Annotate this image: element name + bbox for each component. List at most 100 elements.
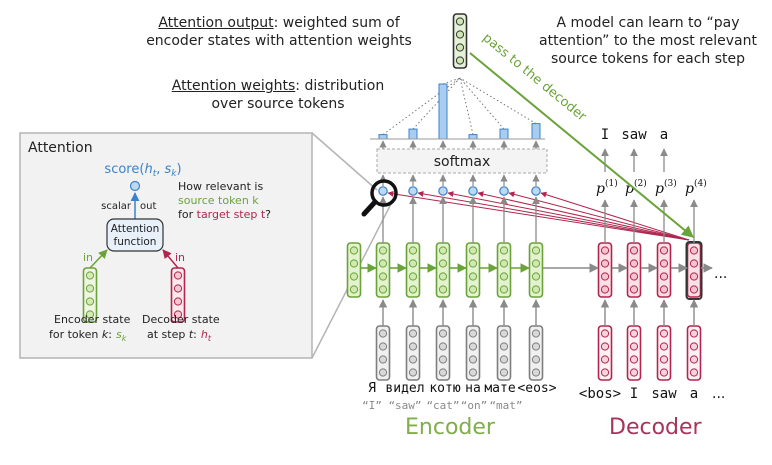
- encoder-embedding-unit: [438, 342, 448, 351]
- score-circle: [129, 180, 141, 192]
- encoder-state-unit: [378, 272, 388, 281]
- weight-to-output-dotted-line: [459, 77, 505, 130]
- encoder-state: [435, 242, 451, 298]
- encoder-state-unit: [378, 246, 388, 255]
- probability-label: p(3): [655, 178, 677, 197]
- decoder-embedding-unit: [659, 329, 669, 338]
- decoder-query-arrow: [417, 190, 690, 241]
- decoder-state-unit: [659, 285, 669, 294]
- encoder-embedding-unit: [531, 329, 541, 338]
- question-line-3: for target step t?: [178, 208, 271, 221]
- decoder-state-unit: [689, 285, 699, 294]
- decoder-embedding-unit: [600, 355, 610, 364]
- decoder-embedding-unit: [600, 368, 610, 377]
- encoder-embedding-unit: [408, 368, 418, 377]
- score-circle: [408, 186, 418, 196]
- decoder-state: [686, 242, 702, 298]
- attention-output-vector-unit: [455, 17, 465, 26]
- decoder-embedding: [656, 325, 672, 381]
- decoder-input-token: <bos>: [579, 386, 621, 402]
- decoder-embedding: [597, 325, 613, 381]
- encoder-embedding: [405, 325, 421, 381]
- encoder-embedding-unit: [378, 329, 388, 338]
- source-translation: “on”: [461, 399, 488, 412]
- source-translation: “I”: [362, 399, 382, 412]
- encoder-state: [375, 242, 391, 298]
- encoder-embedding-unit: [499, 355, 509, 364]
- source-token: котю: [429, 381, 460, 396]
- enc-caption-line-2: for token k:sk: [49, 328, 127, 343]
- score-circle: [499, 186, 509, 196]
- inset-decoder-state-unit: [173, 297, 183, 306]
- attention-output-vector-unit: [455, 56, 465, 65]
- inset-decoder-state: [170, 267, 186, 323]
- decoder-embedding-unit: [629, 329, 639, 338]
- attention-inset-panel: [19, 132, 313, 359]
- attention-output-vector-frame: [452, 13, 468, 69]
- decoder-query-arrow: [387, 190, 690, 241]
- decoder-embedding-unit: [689, 329, 699, 338]
- encoder-state-unit: [408, 272, 418, 281]
- attention-function-label-2: function: [114, 236, 157, 248]
- source-token: <eos>: [517, 381, 556, 396]
- decoder-state-unit: [689, 259, 699, 268]
- attention-weight-bar: [408, 128, 418, 140]
- inset-title: Attention: [28, 140, 93, 156]
- attention-weight-bar: [468, 134, 478, 140]
- encoder-state-unit: [531, 285, 541, 294]
- encoder-embedding-unit: [499, 329, 509, 338]
- decoder-state: [656, 242, 672, 298]
- attention-weight-bar: [499, 128, 509, 140]
- decoder-state-unit: [659, 272, 669, 281]
- decoder-embedding-unit: [629, 355, 639, 364]
- inset-encoder-state-frame: [82, 267, 98, 323]
- zoom-line-top: [311, 132, 378, 191]
- encoder-embedding-unit: [468, 355, 478, 364]
- encoder-embedding-unit: [531, 342, 541, 351]
- inset-encoder-state-unit: [85, 297, 95, 306]
- encoder-embedding-unit: [499, 368, 509, 377]
- out-label: out: [140, 201, 156, 212]
- encoder-embedding-unit: [531, 355, 541, 364]
- output-token: a: [660, 127, 668, 143]
- decoder-embedding-unit: [659, 355, 669, 364]
- decoder-embedding: [626, 325, 642, 381]
- source-translation: “cat”: [426, 399, 459, 412]
- encoder-state-unit: [438, 259, 448, 268]
- encoder-state-unit: [408, 246, 418, 255]
- decoder-state-unit: [629, 285, 639, 294]
- encoder-embedding-unit: [531, 368, 541, 377]
- encoder-state: [496, 242, 512, 298]
- source-translation: “mat”: [489, 399, 522, 412]
- encoder-state-unit: [499, 259, 509, 268]
- encoder-embedding: [528, 325, 544, 381]
- inset-decoder-state-unit: [173, 271, 183, 280]
- decoder-state-unit: [600, 259, 610, 268]
- decoder-state-unit: [659, 259, 669, 268]
- weight-to-output-dotted-line: [382, 77, 461, 136]
- decoder-state-unit: [629, 272, 639, 281]
- decoder-state-unit: [629, 259, 639, 268]
- attention-output-annotation: Attention output: weighted sum of encode…: [146, 15, 412, 49]
- in-label-right: in: [175, 251, 185, 264]
- encoder-embedding-unit: [438, 329, 448, 338]
- decoder-ellipsis-bottom: ...: [712, 386, 725, 402]
- weight-to-output-dotted-line: [442, 77, 461, 85]
- encoder-embedding-unit: [408, 355, 418, 364]
- decoder-query-arrow: [447, 191, 690, 241]
- score-formula: score(ht, sk): [104, 162, 181, 179]
- encoder-state-unit: [378, 285, 388, 294]
- encoder-embedding: [465, 325, 481, 381]
- softmax-box: [376, 148, 548, 174]
- source-translation: “saw”: [388, 399, 421, 412]
- encoder-state-unit: [499, 246, 509, 255]
- output-token: saw: [621, 127, 647, 143]
- encoder-state-unit: [468, 285, 478, 294]
- decoder-state-unit: [629, 246, 639, 255]
- encoder-state-unit: [438, 246, 448, 255]
- inset-decoder-state-frame: [170, 267, 186, 323]
- decoder-input-token: saw: [651, 386, 677, 402]
- magnifier-icon: [361, 179, 398, 217]
- attention-output-vector: [452, 13, 468, 69]
